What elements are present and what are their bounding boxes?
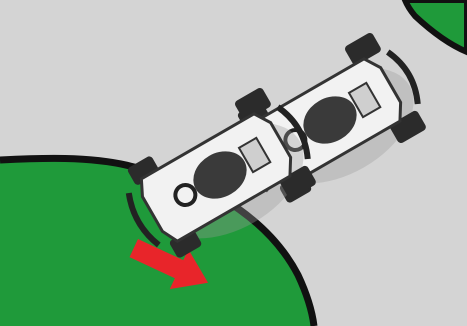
track-canvas: [0, 0, 467, 326]
race-track-scene: [0, 0, 467, 326]
